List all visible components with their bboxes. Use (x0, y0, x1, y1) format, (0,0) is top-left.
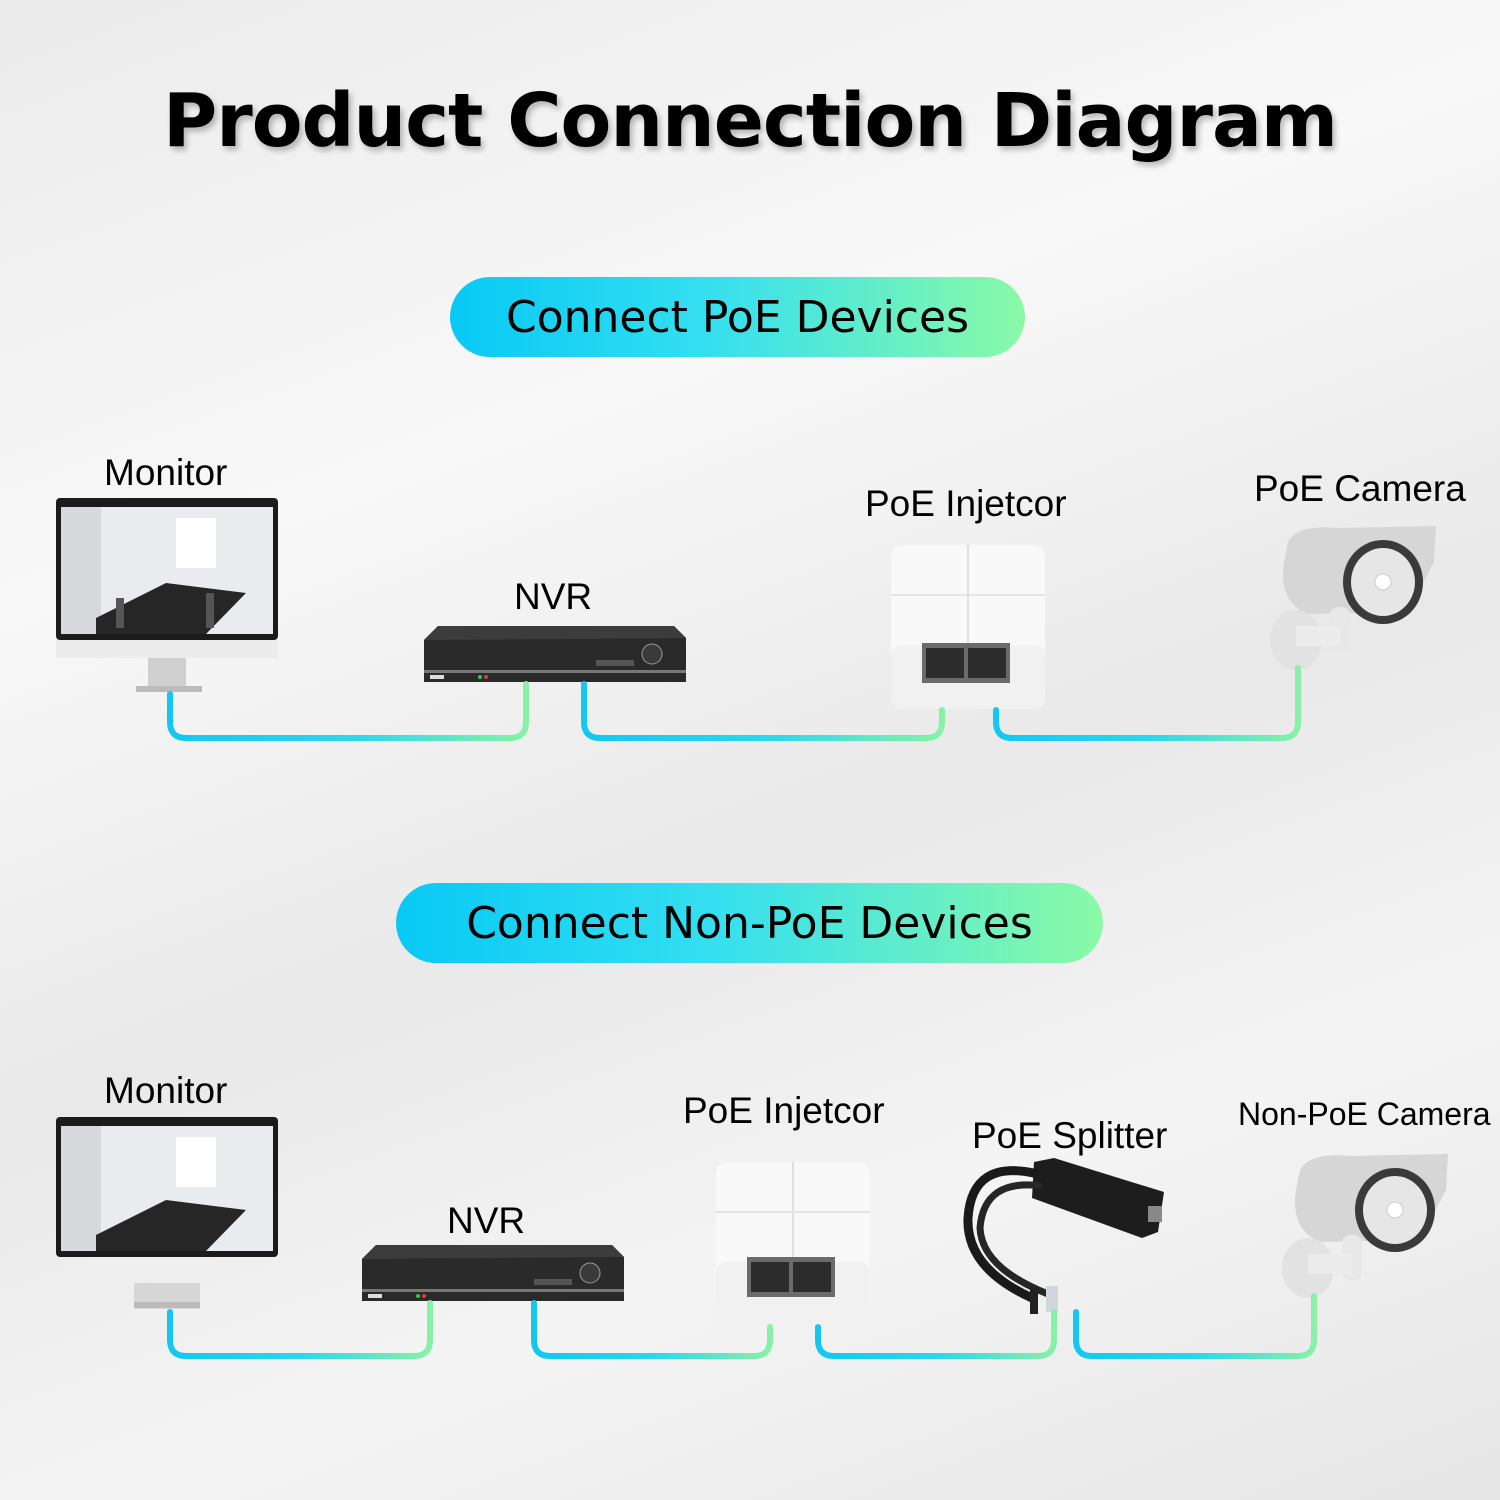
nvr-label: NVR (514, 576, 593, 617)
non-poe-camera-icon (1282, 1154, 1448, 1298)
poe-splitter-icon (963, 1158, 1164, 1314)
poe-injector-icon (716, 1162, 870, 1326)
nvr-icon (362, 1245, 624, 1301)
wire-injector-camera (993, 665, 1301, 741)
nvr-label: NVR (447, 1200, 526, 1241)
poe-camera-icon (1270, 526, 1436, 670)
wire-nvr-injector (581, 681, 945, 741)
page-title: Product Connection Diagram (162, 78, 1338, 164)
splitter-label: PoE Splitter (972, 1115, 1168, 1156)
section-heading-text: Connect Non-PoE Devices (466, 897, 1033, 949)
wire-nvr-injector (531, 1300, 773, 1359)
monitor-icon (56, 1117, 278, 1309)
injector-label: PoE Injetcor (683, 1090, 885, 1131)
poe-injector-icon (891, 545, 1045, 709)
section-heading-non-poe: Connect Non-PoE Devices (396, 883, 1103, 963)
monitor-icon (56, 498, 278, 692)
nvr-icon (424, 626, 686, 682)
camera-label: PoE Camera (1254, 468, 1466, 509)
section-heading-poe: Connect PoE Devices (450, 277, 1025, 357)
monitor-label: Monitor (104, 452, 228, 493)
wire-monitor-nvr (167, 1300, 433, 1359)
wire-injector-splitter (815, 1309, 1057, 1359)
wire-splitter-camera (1073, 1293, 1317, 1359)
wire-monitor-nvr (167, 681, 529, 741)
camera-label: Non-PoE Camera (1238, 1096, 1491, 1132)
monitor-label: Monitor (104, 1070, 228, 1111)
injector-label: PoE Injetcor (865, 483, 1067, 524)
section-heading-text: Connect PoE Devices (506, 291, 969, 343)
